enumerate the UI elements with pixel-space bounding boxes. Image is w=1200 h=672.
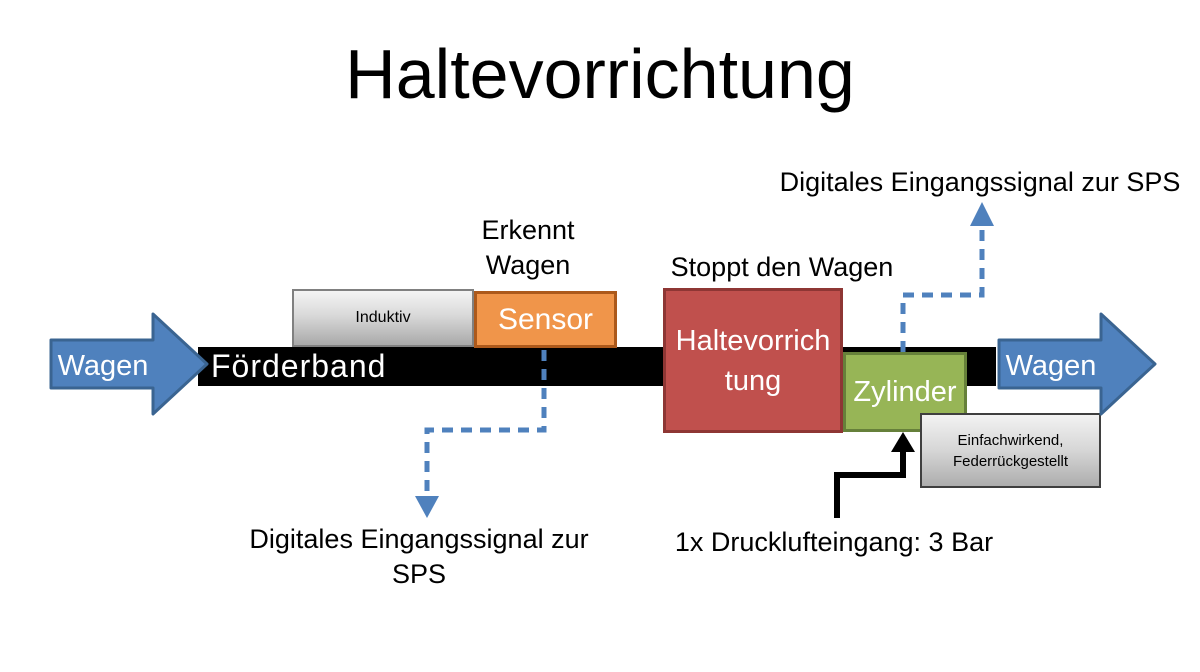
zylinder-label: Zylinder xyxy=(853,375,957,408)
haltevorrichtung-box: Haltevorrich tung xyxy=(663,288,843,433)
zylinder-to-sps-dashed-arrow-icon xyxy=(900,202,994,352)
wagen-left-arrow-label: Wagen xyxy=(57,349,149,382)
druckluft-arrow-icon xyxy=(834,432,915,518)
induktiv-label: Induktiv xyxy=(355,309,411,326)
wagen-right-arrow-label: Wagen xyxy=(1005,349,1097,382)
block-arrow-left-icon xyxy=(49,312,209,416)
block-arrow-right-icon xyxy=(997,312,1157,416)
erkennt-wagen-label: Erkennt Wagen xyxy=(481,215,575,280)
stoppt-den-wagen-label: Stoppt den Wagen xyxy=(670,252,894,282)
sensor-to-sps-dashed-arrow-icon xyxy=(415,350,547,518)
druckluft-label: 1x Drucklufteingang: 3 Bar xyxy=(674,527,994,557)
einfachwirkend-label: Einfachwirkend, Federrückgestellt xyxy=(952,431,1069,470)
sps-signal-bottom-label: Digitales Eingangssignal zur SPS xyxy=(249,524,589,589)
sensor-box: Sensor xyxy=(474,291,617,348)
einfachwirkend-box: Einfachwirkend, Federrückgestellt xyxy=(920,413,1101,488)
sps-signal-top-label: Digitales Eingangssignal zur SPS xyxy=(779,167,1181,197)
induktiv-box: Induktiv xyxy=(292,289,474,347)
sensor-label: Sensor xyxy=(497,302,594,336)
conveyor-belt-label: Förderband xyxy=(211,348,387,384)
page-title: Haltevorrichtung xyxy=(345,35,855,113)
haltevorrichtung-label: Haltevorrich tung xyxy=(675,324,831,397)
